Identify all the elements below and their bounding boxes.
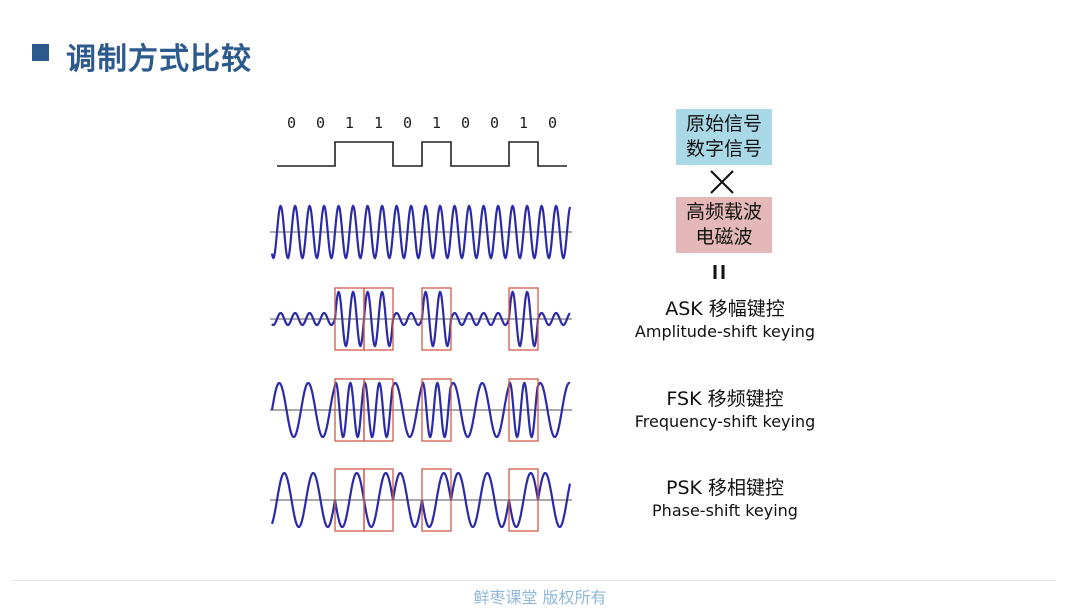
bit-label: 1	[374, 114, 383, 132]
square-wave-path	[277, 141, 567, 167]
carrier-wave	[270, 204, 572, 260]
psk-label: PSK 移相键控 Phase-shift keying	[620, 476, 830, 522]
one-bit-highlight	[363, 378, 394, 442]
ask-subtitle: Amplitude-shift keying	[634, 322, 816, 341]
bit-label: 1	[519, 114, 528, 132]
equals-icon	[713, 265, 725, 279]
signal-path	[270, 204, 572, 260]
multiply-icon	[710, 170, 734, 194]
carrier-line-1: 高频载波	[685, 201, 762, 223]
one-bit-highlight	[421, 287, 452, 351]
bit-label: 0	[287, 114, 296, 132]
digital-signal-wave	[277, 141, 567, 167]
bit-label: 1	[345, 114, 354, 132]
psk-title: PSK 移相键控	[665, 477, 785, 499]
psk-subtitle: Phase-shift keying	[652, 501, 798, 520]
bit-labels: 0 0 1 1 0 1 0 0 1 0	[287, 114, 557, 132]
one-bit-highlight	[421, 378, 452, 442]
fsk-wave	[270, 378, 572, 442]
bit-label: 0	[461, 114, 470, 132]
one-bit-highlight	[363, 287, 394, 351]
footer-copyright: 鲜枣课堂 版权所有	[473, 588, 607, 607]
bit-label: 1	[432, 114, 441, 132]
one-bit-highlight	[508, 378, 539, 442]
fsk-title: FSK 移频键控	[666, 388, 784, 410]
one-bit-highlight	[421, 468, 452, 532]
signal-path	[270, 381, 571, 439]
ask-wave	[270, 287, 572, 351]
one-bit-highlight	[363, 468, 394, 532]
carrier-box: 高频载波 电磁波	[676, 197, 772, 253]
one-bit-highlight	[508, 468, 539, 532]
original-signal-line-2: 数字信号	[685, 138, 762, 160]
original-signal-line-1: 原始信号	[685, 113, 762, 135]
ask-title: ASK 移幅键控	[665, 298, 785, 320]
equals-sign	[712, 262, 726, 286]
bit-label: 0	[403, 114, 412, 132]
bit-label: 0	[316, 114, 325, 132]
fsk-subtitle: Frequency-shift keying	[634, 412, 816, 431]
signal-path	[270, 471, 572, 529]
psk-wave	[270, 468, 572, 532]
title-bullet	[32, 44, 49, 61]
original-signal-box: 原始信号 数字信号	[676, 109, 772, 165]
one-bit-highlight	[508, 287, 539, 351]
bit-label: 0	[548, 114, 557, 132]
footer-divider	[12, 580, 1056, 581]
signal-path	[271, 290, 571, 348]
page-title: 调制方式比较	[66, 42, 252, 77]
carrier-line-2: 电磁波	[695, 226, 753, 248]
fsk-label: FSK 移频键控 Frequency-shift keying	[620, 387, 830, 433]
bit-label: 0	[490, 114, 499, 132]
ask-label: ASK 移幅键控 Amplitude-shift keying	[620, 297, 830, 343]
